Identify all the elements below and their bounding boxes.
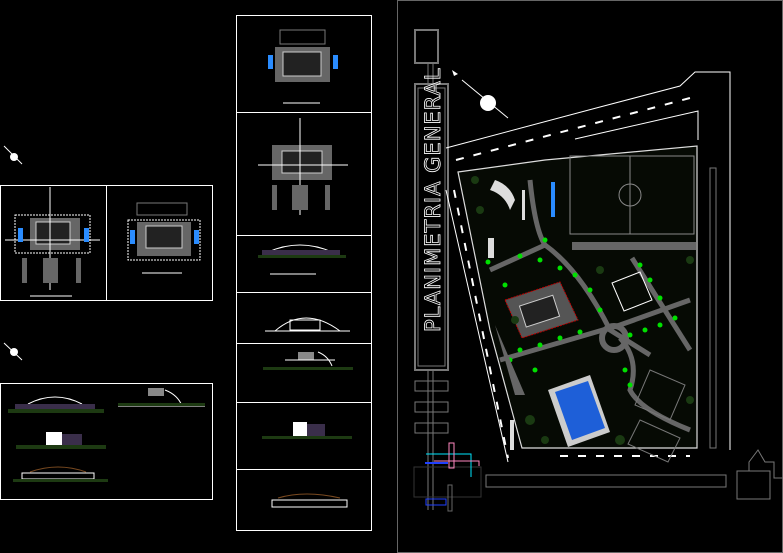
legend-block [413,442,482,512]
football-field [569,155,695,235]
site-buildings [488,180,555,450]
north-arrow-icon [3,145,23,361]
paths [488,179,693,433]
site-boundary [445,71,783,500]
floor-plan-1 [5,187,100,297]
sheet-column [236,15,372,531]
title-block: PLANIMETRIA GENERAL [414,29,449,510]
elevations [8,388,205,482]
sports-hall [504,281,579,339]
tennis-courts [611,271,686,463]
site-lot [457,145,698,449]
plan-sheet-frame [0,185,213,301]
swimming-pool [548,375,610,447]
floor-plan-2 [127,202,201,274]
trees [485,237,678,388]
sheet-title: PLANIMETRIA GENERAL [421,68,445,332]
elevation-sheet-frame [0,383,213,500]
dark-vegetation [471,176,694,445]
compass-icon [452,70,509,119]
